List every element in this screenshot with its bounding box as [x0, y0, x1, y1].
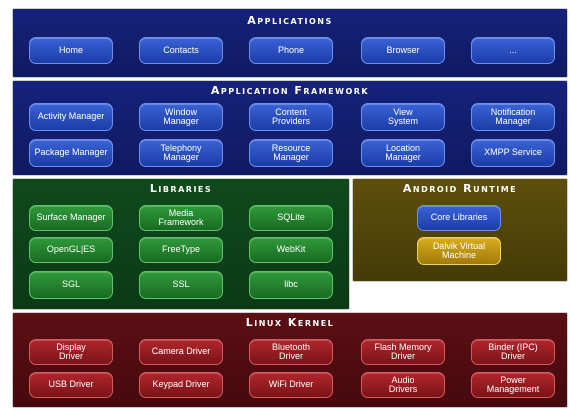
- app-browser[interactable]: Browser: [361, 37, 445, 64]
- applications-title: Applications: [247, 14, 333, 27]
- libraries-title: Libraries: [149, 182, 213, 195]
- libraries-layer: Libraries Surface Manager Media Framewor…: [12, 178, 350, 310]
- library-sqlite[interactable]: SQLite: [249, 205, 333, 231]
- kernel-camera-driver[interactable]: Camera Driver: [139, 339, 223, 365]
- runtime-core-libraries[interactable]: Core Libraries: [417, 205, 501, 231]
- app-home[interactable]: Home: [29, 37, 113, 64]
- kernel-wifi-driver[interactable]: WiFi Driver: [249, 372, 333, 398]
- framework-layer: Application Framework Activity Manager W…: [12, 80, 568, 176]
- kernel-bluetooth-driver[interactable]: Bluetooth Driver: [249, 339, 333, 365]
- app-more[interactable]: ...: [471, 37, 555, 64]
- library-libc[interactable]: libc: [249, 271, 333, 299]
- android-runtime-layer: Android Runtime Core Libraries Dalvik Vi…: [352, 178, 568, 282]
- framework-location-manager[interactable]: Location Manager: [361, 139, 445, 167]
- library-opengl-es[interactable]: OpenGL|ES: [29, 237, 113, 263]
- library-media-framework[interactable]: Media Framework: [139, 205, 223, 231]
- kernel-usb-driver[interactable]: USB Driver: [29, 372, 113, 398]
- framework-window-manager[interactable]: Window Manager: [139, 103, 223, 131]
- runtime-title: Android Runtime: [402, 182, 518, 195]
- kernel-power-management[interactable]: Power Management: [471, 372, 555, 398]
- framework-package-manager[interactable]: Package Manager: [29, 139, 113, 167]
- framework-activity-manager[interactable]: Activity Manager: [29, 103, 113, 131]
- framework-title: Application Framework: [210, 84, 370, 97]
- kernel-title: Linux Kernel: [245, 316, 335, 329]
- kernel-binder-ipc-driver[interactable]: Binder (IPC) Driver: [471, 339, 555, 365]
- library-webkit[interactable]: WebKit: [249, 237, 333, 263]
- framework-notification-manager[interactable]: Notification Manager: [471, 103, 555, 131]
- runtime-dalvik-vm[interactable]: Dalvik Virtual Machine: [417, 237, 501, 265]
- kernel-audio-drivers[interactable]: Audio Drivers: [361, 372, 445, 398]
- app-contacts[interactable]: Contacts: [139, 37, 223, 64]
- kernel-flash-memory-driver[interactable]: Flash Memory Driver: [361, 339, 445, 365]
- linux-kernel-layer: Linux Kernel Display Driver Camera Drive…: [12, 312, 568, 408]
- framework-xmpp-service[interactable]: XMPP Service: [471, 139, 555, 167]
- applications-layer: Applications Home Contacts Phone Browser…: [12, 8, 568, 78]
- library-ssl[interactable]: SSL: [139, 271, 223, 299]
- framework-resource-manager[interactable]: Resource Manager: [249, 139, 333, 167]
- framework-view-system[interactable]: View System: [361, 103, 445, 131]
- kernel-display-driver[interactable]: Display Driver: [29, 339, 113, 365]
- framework-telephony-manager[interactable]: Telephony Manager: [139, 139, 223, 167]
- library-freetype[interactable]: FreeType: [139, 237, 223, 263]
- app-phone[interactable]: Phone: [249, 37, 333, 64]
- kernel-keypad-driver[interactable]: Keypad Driver: [139, 372, 223, 398]
- library-sgl[interactable]: SGL: [29, 271, 113, 299]
- library-surface-manager[interactable]: Surface Manager: [29, 205, 113, 231]
- framework-content-providers[interactable]: Content Providers: [249, 103, 333, 131]
